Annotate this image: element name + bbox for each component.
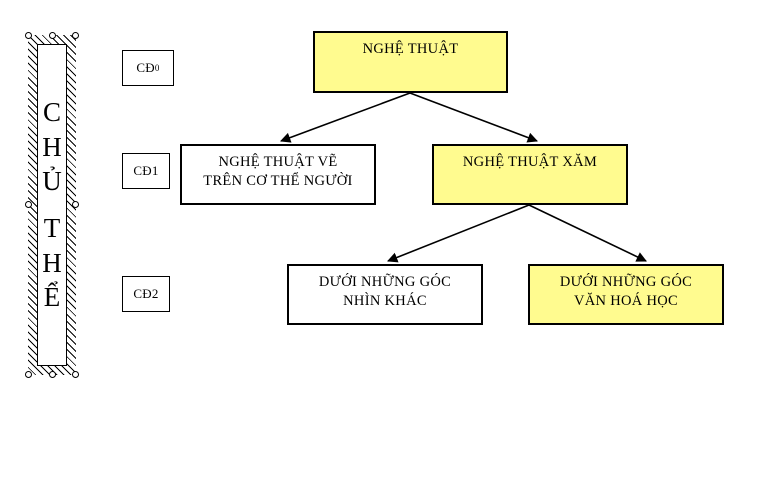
node-duoi-nhung-goc-nhin-khac[interactable]: DƯỚI NHỮNG GÓC NHÌN KHÁC: [287, 264, 483, 325]
resize-handle-middle-left[interactable]: [25, 201, 32, 208]
node-nghe-thuat-ve-tren-co-the-nguoi[interactable]: NGHỆ THUẬT VẼ TRÊN CƠ THỂ NGƯỜI: [180, 144, 376, 205]
edge-root-to-tattoo: [409, 92, 538, 143]
resize-handle-top-right[interactable]: [72, 32, 79, 39]
edge-tattoo-to-other-views: [387, 204, 530, 263]
level-tag-cd2-base: CĐ2: [133, 286, 159, 301]
level-tag-cd1-base: CĐ1: [133, 163, 159, 178]
edge-root-to-body-paint: [280, 92, 411, 143]
resize-handle-top-left[interactable]: [25, 32, 32, 39]
node-nghe-thuat-xam[interactable]: NGHỆ THUẬT XĂM: [432, 144, 628, 205]
vertical-title-letter-4: T: [43, 213, 61, 243]
vertical-title-frame[interactable]: C H Ủ T H Ể: [28, 35, 76, 375]
edge-tattoo-to-culture: [528, 204, 647, 262]
level-tag-cd0-base: CĐ: [136, 60, 155, 75]
vertical-title-letter-1: C: [42, 97, 61, 128]
vertical-title-letter-3: Ủ: [42, 166, 62, 197]
node-duoi-nhung-goc-van-hoa-hoc[interactable]: DƯỚI NHỮNG GÓC VĂN HOÁ HỌC: [528, 264, 724, 325]
vertical-title-letter-5: H: [42, 247, 62, 278]
resize-handle-bottom-center[interactable]: [48, 371, 56, 378]
vertical-title-inner: C H Ủ T H Ể: [37, 44, 67, 366]
resize-handle-middle-right[interactable]: [72, 201, 79, 208]
node-nghe-thuat-label: NGHỆ THUẬT: [362, 41, 459, 57]
level-tag-cd1[interactable]: CĐ1: [122, 153, 170, 189]
resize-handle-bottom-left[interactable]: [25, 371, 32, 378]
level-tag-cd2[interactable]: CĐ2: [122, 276, 170, 312]
resize-handle-top-center[interactable]: [48, 32, 56, 39]
vertical-title-letter-6: Ể: [43, 282, 61, 313]
node-duoi-nhung-goc-nhin-khac-label: DƯỚI NHỮNG GÓC NHÌN KHÁC: [318, 274, 452, 309]
vertical-title-letter-2: H: [42, 131, 62, 162]
node-nghe-thuat-ve-tren-co-the-nguoi-label: NGHỆ THUẬT VẼ TRÊN CƠ THỂ NGƯỜI: [203, 154, 353, 189]
resize-handle-bottom-right[interactable]: [72, 371, 79, 378]
node-nghe-thuat-xam-label: NGHỆ THUẬT XĂM: [462, 154, 598, 170]
node-nghe-thuat[interactable]: NGHỆ THUẬT: [313, 31, 508, 93]
node-duoi-nhung-goc-van-hoa-hoc-label: DƯỚI NHỮNG GÓC VĂN HOÁ HỌC: [559, 274, 693, 309]
